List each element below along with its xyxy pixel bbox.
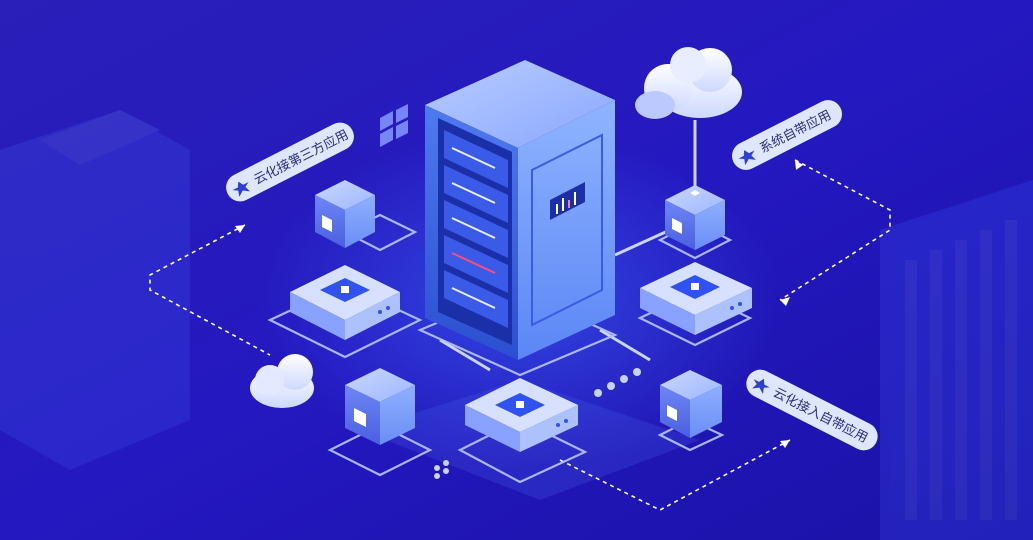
bar-chart-icon bbox=[550, 182, 585, 220]
bg-left-structure bbox=[0, 110, 190, 470]
cloud-icon-top bbox=[635, 47, 742, 119]
cube-bottom-right bbox=[660, 370, 722, 438]
cube-top-left bbox=[315, 180, 375, 248]
arrow-head-left bbox=[235, 225, 245, 233]
dashed-link-left bbox=[149, 224, 271, 356]
arrow-head-bottom bbox=[780, 440, 790, 448]
star-icon bbox=[232, 181, 250, 197]
cube-top-right bbox=[665, 185, 725, 250]
dashed-connections bbox=[149, 159, 891, 511]
box-bottom-center bbox=[465, 378, 578, 452]
windows-logo-icon bbox=[380, 104, 408, 147]
arrow-head-right-lower bbox=[780, 297, 790, 306]
dashed-link-bottom bbox=[559, 439, 791, 511]
arrow-heads bbox=[235, 160, 803, 448]
dot-decoration bbox=[434, 368, 641, 479]
box-left bbox=[290, 265, 400, 340]
arrow-head-right bbox=[795, 160, 803, 170]
cloud-icon-left bbox=[250, 354, 314, 408]
server-drives bbox=[444, 130, 508, 328]
dashed-link-right bbox=[779, 159, 891, 301]
server-rack-icon bbox=[425, 60, 615, 360]
star-icon bbox=[752, 378, 770, 394]
cube-bottom-left bbox=[345, 368, 415, 445]
star-icon bbox=[738, 150, 756, 166]
box-right bbox=[640, 262, 752, 335]
bg-right-structure bbox=[880, 180, 1033, 540]
solid-connections bbox=[439, 120, 697, 372]
